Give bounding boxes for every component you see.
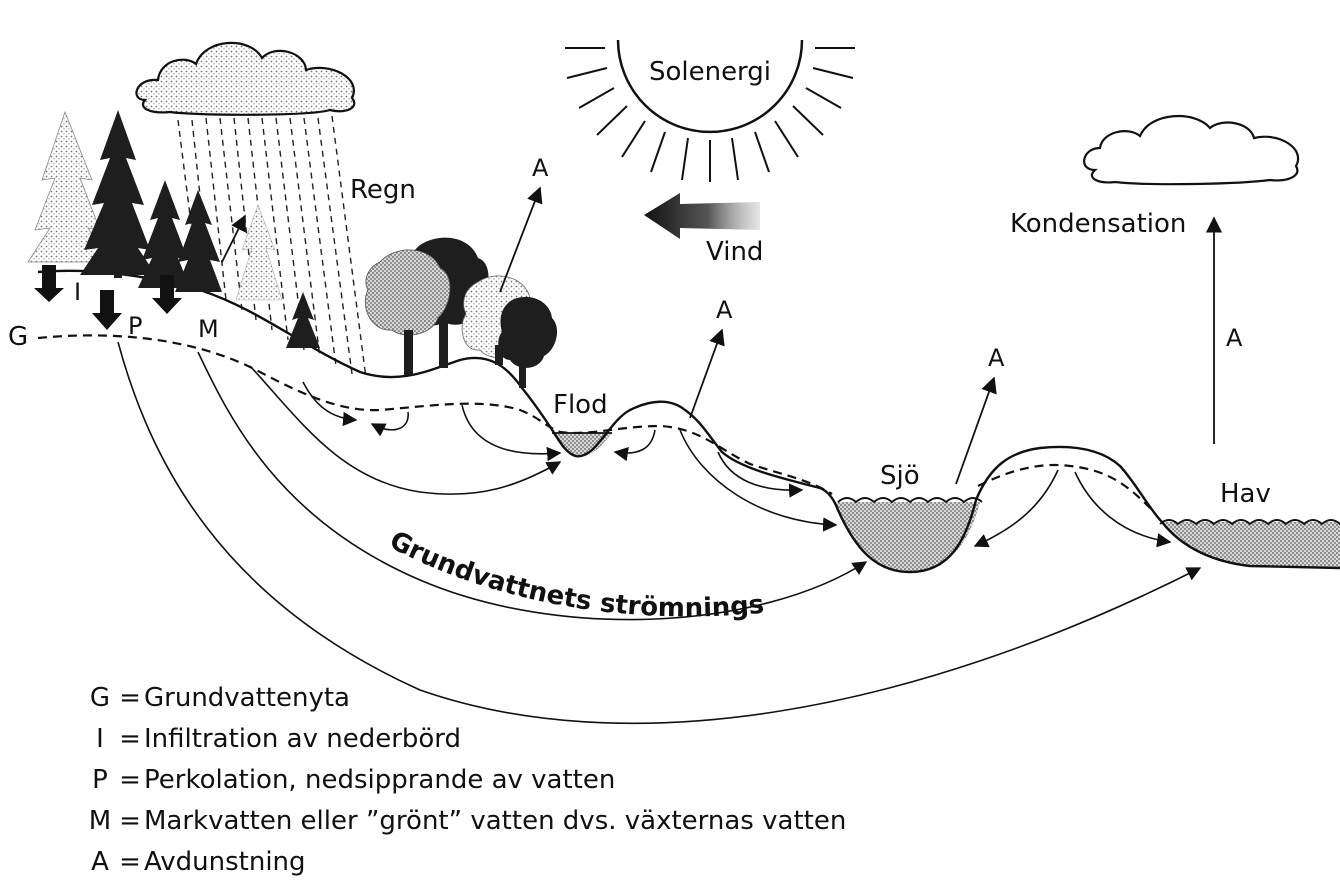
legend-equals: = bbox=[119, 765, 141, 795]
evaporation-label-1: A bbox=[532, 154, 549, 182]
evaporation-arrows bbox=[221, 186, 1223, 485]
legend-key: P bbox=[92, 765, 108, 795]
sun-label: Solenergi bbox=[649, 57, 771, 87]
legend-row-m: M = Markvatten eller ”grönt” vatten dvs.… bbox=[84, 801, 984, 842]
legend: G = Grundvattenyta I = Infiltration av n… bbox=[84, 678, 984, 883]
sun-icon bbox=[565, 39, 855, 182]
sea-label: Hav bbox=[1220, 479, 1271, 509]
legend-key: I bbox=[96, 724, 104, 754]
legend-row-g: G = Grundvattenyta bbox=[84, 678, 984, 719]
rain-label: Regn bbox=[350, 175, 416, 205]
legend-description: Perkolation, nedsipprande av vatten bbox=[144, 765, 616, 795]
legend-key: G bbox=[89, 683, 111, 713]
groundwater-flow-arrows bbox=[117, 341, 1202, 725]
legend-equals: = bbox=[119, 724, 141, 754]
legend-equals: = bbox=[119, 847, 141, 877]
lake-water bbox=[833, 502, 980, 572]
evaporation-label-2: A bbox=[716, 296, 733, 324]
m-label: M bbox=[198, 315, 219, 343]
condensation-label: Kondensation bbox=[1010, 209, 1186, 239]
legend-equals: = bbox=[119, 806, 141, 836]
evaporation-label-4: A bbox=[1226, 324, 1243, 352]
infiltration-arrows-icon bbox=[34, 265, 182, 330]
condensation-cloud-icon bbox=[1083, 115, 1300, 186]
legend-description: Avdunstning bbox=[144, 847, 306, 877]
lake-label: Sjö bbox=[880, 461, 920, 491]
sea-surface bbox=[1159, 519, 1340, 526]
legend-key: M bbox=[88, 806, 112, 836]
legend-row-p: P = Perkolation, nedsipprande av vatten bbox=[84, 760, 984, 801]
rain-cloud-icon bbox=[135, 41, 356, 116]
deciduous-trees-icon bbox=[364, 237, 558, 388]
legend-row-a: A = Avdunstning bbox=[84, 842, 984, 883]
legend-description: Markvatten eller ”grönt” vatten dvs. väx… bbox=[144, 806, 847, 836]
groundwater-table-line bbox=[37, 334, 1151, 509]
river-label: Flod bbox=[553, 390, 608, 420]
i-label: I bbox=[74, 278, 81, 306]
legend-description: Infiltration av nederbörd bbox=[144, 724, 462, 754]
wind-arrow-icon bbox=[644, 193, 760, 239]
p-label: P bbox=[128, 312, 142, 340]
evaporation-label-3: A bbox=[988, 344, 1005, 372]
sea-water bbox=[1162, 522, 1340, 568]
legend-key: A bbox=[91, 847, 109, 877]
legend-row-i: I = Infiltration av nederbörd bbox=[84, 719, 984, 760]
conifer-trees-icon bbox=[27, 110, 320, 348]
legend-equals: = bbox=[119, 683, 141, 713]
g-label: G bbox=[8, 322, 28, 352]
wind-label: Vind bbox=[706, 237, 763, 267]
ground-surface bbox=[37, 269, 1340, 574]
lake-surface bbox=[837, 497, 983, 504]
legend-description: Grundvattenyta bbox=[144, 683, 350, 713]
